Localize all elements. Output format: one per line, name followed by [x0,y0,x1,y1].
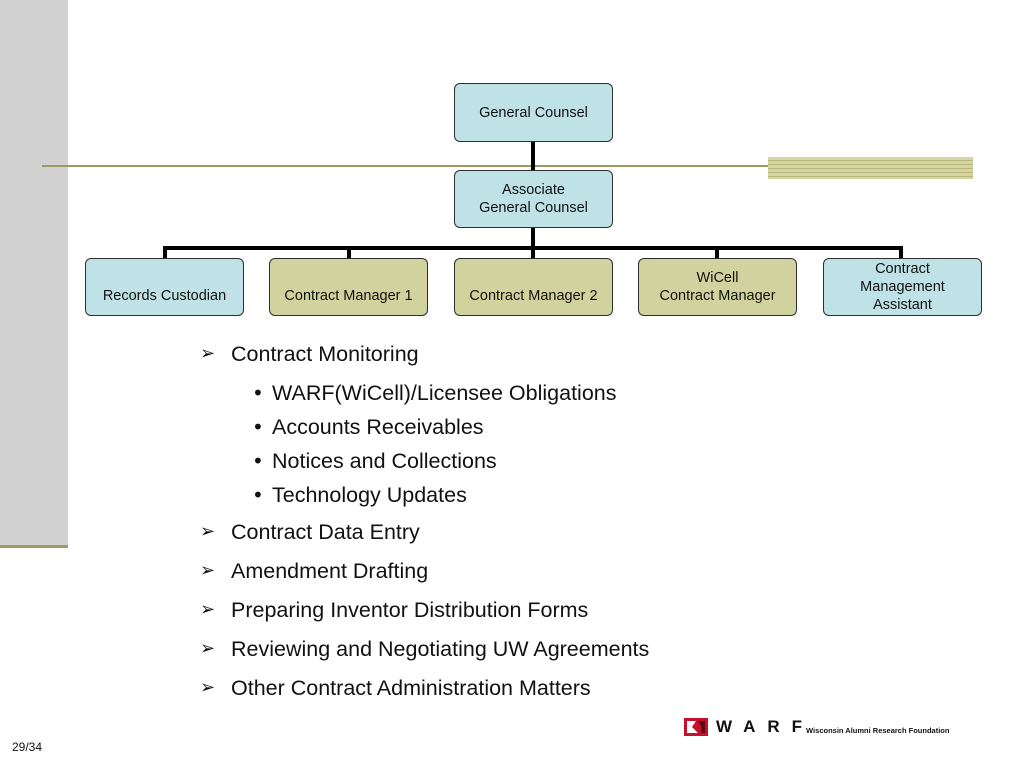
box-contract-management-assistant: Contract Management Assistant [823,258,982,316]
list-item: • Notices and Collections [200,444,649,478]
box-contract-manager-2-label: Contract Manager 2 [469,288,598,304]
header-rule [42,165,973,167]
list-item: ➢ Preparing Inventor Distribution Forms [200,593,649,632]
list-item-text: Contract Data Entry [231,520,420,544]
box-wicell-contract-manager: WiCell Contract Manager [638,258,797,316]
arrow-bullet-icon: ➢ [200,638,216,659]
box-wicell-contract-manager-label: WiCell Contract Manager [659,270,776,304]
arrow-bullet-icon: ➢ [200,599,216,620]
box-contract-management-assistant-label: Contract Management Assistant [860,261,945,313]
left-side-panel [0,0,68,545]
list-item-text: Technology Updates [272,483,467,507]
list-item-text: Accounts Receivables [272,415,484,439]
list-item-text: Preparing Inventor Distribution Forms [231,598,589,622]
list-item: ➢ Other Contract Administration Matters [200,671,649,710]
list-item-text: Amendment Drafting [231,559,429,583]
left-panel-rule [0,545,68,548]
box-associate-general-counsel: Associate General Counsel [454,170,613,228]
arrow-bullet-icon: ➢ [200,560,216,581]
list-item: • WARF(WiCell)/Licensee Obligations [200,376,649,410]
list-item: ➢ Contract Monitoring [200,337,649,376]
box-contract-manager-1: Contract Manager 1 [269,258,428,316]
header-accent-bar [768,157,973,179]
box-general-counsel: General Counsel [454,83,613,142]
list-item: • Technology Updates [200,478,649,515]
box-records-custodian-label: Records Custodian [102,288,227,304]
arrow-bullet-icon: ➢ [200,343,216,364]
warf-logo: WARF Wisconsin Alumni Research Foundatio… [684,716,949,738]
arrow-bullet-icon: ➢ [200,677,216,698]
logo-subtitle: Wisconsin Alumni Research Foundation [806,725,950,735]
dot-bullet-icon: • [252,449,264,473]
list-item-text: Notices and Collections [272,449,497,473]
arrow-bullet-icon: ➢ [200,521,216,542]
box-contract-manager-2: Contract Manager 2 [454,258,613,316]
list-item: • Accounts Receivables [200,410,649,444]
list-item-text: Contract Monitoring [231,342,419,366]
list-item: ➢ Reviewing and Negotiating UW Agreement… [200,632,649,671]
list-item-text: WARF(WiCell)/Licensee Obligations [272,381,617,405]
list-item: ➢ Contract Data Entry [200,515,649,554]
list-item-text: Other Contract Administration Matters [231,676,591,700]
dot-bullet-icon: • [252,415,264,439]
box-general-counsel-label: General Counsel [479,104,588,121]
page-number: 29/34 [12,740,43,754]
dot-bullet-icon: • [252,483,264,507]
duties-list: ➢ Contract Monitoring • WARF(WiCell)/Lic… [200,337,649,710]
box-contract-manager-1-label: Contract Manager 1 [284,288,413,304]
logo-wordmark: WARF [716,717,815,736]
list-item-text: Reviewing and Negotiating UW Agreements [231,637,650,661]
warf-logo-icon [684,718,708,736]
box-associate-general-counsel-label: Associate General Counsel [479,182,588,216]
dot-bullet-icon: • [252,381,264,405]
list-item: ➢ Amendment Drafting [200,554,649,593]
box-records-custodian: Records Custodian [85,258,244,316]
